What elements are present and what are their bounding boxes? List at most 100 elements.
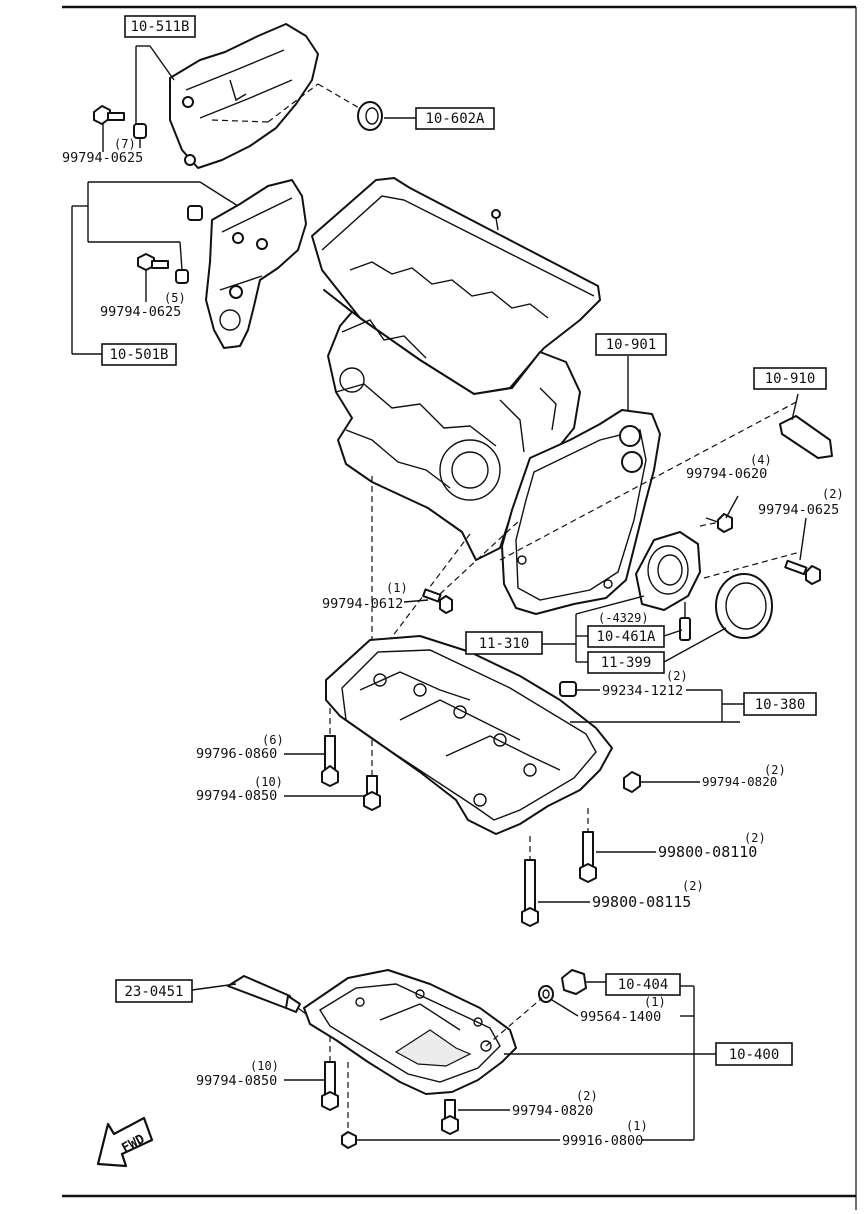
qty-label: (1)	[626, 1119, 648, 1133]
leader-11-310-h	[575, 595, 645, 615]
leader-0612-bolt	[403, 599, 429, 603]
part-number-label: 99794-0820	[702, 774, 777, 789]
ref-label: 10-511B	[130, 19, 189, 35]
qty-label: (1)	[386, 581, 408, 595]
leader-23-0451	[191, 983, 237, 991]
ref-label: 10-501B	[109, 347, 168, 363]
qty-label: (2)	[682, 879, 704, 893]
qty-label: (1)	[644, 995, 666, 1009]
bolt-icon	[441, 1099, 459, 1135]
qty-label: (2)	[666, 669, 688, 683]
part-number-label: 99794-0625	[62, 150, 143, 166]
qty-label: (2)	[576, 1089, 598, 1103]
leader-drain	[485, 997, 543, 1047]
sensor-icon	[679, 602, 691, 641]
grommet-icon	[175, 269, 189, 284]
ref-box-10-901[interactable]: 10-901	[595, 333, 667, 356]
qty-label: (4)	[750, 453, 772, 467]
leader-10-501B-b	[199, 181, 239, 207]
leader-0625-bolt	[799, 517, 807, 561]
qty-label: (10)	[254, 775, 283, 789]
grommet-icon	[187, 205, 203, 221]
qty-label: (10)	[250, 1059, 279, 1073]
part-number-label: 99794-0612	[322, 596, 403, 612]
ref-label: 10-602A	[425, 111, 485, 127]
qty-label: (2)	[822, 487, 844, 501]
part-number-label: 99794-0850	[196, 1073, 277, 1089]
bracket-10-910	[779, 393, 833, 459]
bolt-icon	[705, 513, 733, 533]
part-number-label: 99794-0625	[758, 502, 839, 518]
ref-label: 10-461A	[596, 629, 656, 645]
leader-cover-seal-3	[317, 83, 367, 113]
part-number-label: 99800-08110	[658, 843, 757, 861]
ref-box-10-501B[interactable]: 10-501B	[101, 343, 177, 366]
engine-block	[311, 177, 601, 561]
nut-icon	[341, 1062, 357, 1149]
qty-label: (6)	[262, 733, 284, 747]
rear-oil-seal	[715, 573, 773, 639]
rear-end-plate	[501, 409, 661, 615]
ref-label: 10-901	[606, 337, 657, 353]
part-number-label: 99800-08115	[592, 893, 691, 911]
part-number-label: 99794-0820	[512, 1103, 593, 1119]
bolt-icon	[579, 808, 597, 883]
bolt-icon	[93, 105, 125, 125]
bolt-icon	[784, 559, 821, 585]
bolt-icon	[422, 588, 453, 614]
leader-10-461A-2	[663, 629, 683, 637]
ref-label: 11-310	[479, 636, 530, 652]
bolt-icon	[321, 1036, 339, 1111]
bolt-icon	[521, 836, 539, 927]
ref-box-10-910[interactable]: 10-910	[753, 367, 827, 390]
plug-icon	[559, 681, 577, 697]
ref-label: 10-380	[755, 697, 806, 713]
leader-0620	[699, 521, 721, 527]
part-number-label: 99794-0625	[100, 304, 181, 320]
qty-label: (2)	[744, 831, 766, 845]
nut-icon	[623, 771, 641, 793]
qty-label: (7)	[114, 137, 136, 151]
ref-box-10-602A[interactable]: 10-602A	[415, 107, 495, 130]
oil-pan-lower	[303, 969, 517, 1095]
ref-box-10-461A[interactable]: 10-461A	[587, 625, 665, 648]
ref-label: 23-0451	[124, 984, 183, 1000]
ref-box-10-404[interactable]: 10-404	[605, 973, 681, 996]
leader-1400	[551, 999, 579, 1017]
part-number-label: 99794-0850	[196, 788, 277, 804]
ref-label: 11-399	[601, 655, 652, 671]
rear-seal-housing	[635, 531, 701, 611]
ref-label: 10-910	[765, 371, 816, 387]
grommet-icon	[133, 123, 147, 139]
part-number-label: 99916-0800	[562, 1133, 643, 1149]
ref-box-10-400[interactable]: 10-400	[715, 1042, 793, 1066]
part-number-label: 99796-0860	[196, 746, 277, 762]
upper-timing-belt-cover	[169, 23, 319, 169]
ref-box-23-0451[interactable]: 23-0451	[115, 979, 193, 1003]
qty-label: (2)	[764, 763, 786, 777]
ref-label: 10-404	[618, 977, 669, 993]
ref-box-11-399[interactable]: 11-399	[587, 651, 665, 674]
washer-icon	[538, 985, 554, 1003]
lower-timing-belt-cover	[205, 179, 307, 349]
part-number-label: 99234-1212	[602, 683, 683, 699]
ref-box-10-380[interactable]: 10-380	[743, 692, 817, 716]
leader-10-511B-cover	[149, 45, 175, 81]
qty-label: (5)	[164, 291, 186, 305]
leader-10-910	[499, 399, 801, 561]
sealant-tube-icon	[227, 975, 307, 1015]
leader-cover-seal-2	[267, 83, 319, 123]
oil-seal-front	[357, 101, 383, 131]
part-number-label: 99564-1400	[580, 1009, 661, 1025]
qty-label: (-4329)	[598, 611, 649, 625]
drain-plug-icon	[561, 969, 587, 995]
bolt-icon	[137, 253, 169, 271]
bolt-icon	[363, 740, 381, 811]
leader-11-399-2	[663, 627, 727, 663]
ref-label: 10-400	[729, 1047, 780, 1063]
stud-bolt-icon	[321, 708, 339, 787]
ref-box-11-310[interactable]: 11-310	[465, 631, 543, 655]
leader-10-501B-d	[179, 241, 183, 271]
ref-box-10-511B[interactable]: 10-511B	[124, 15, 196, 38]
